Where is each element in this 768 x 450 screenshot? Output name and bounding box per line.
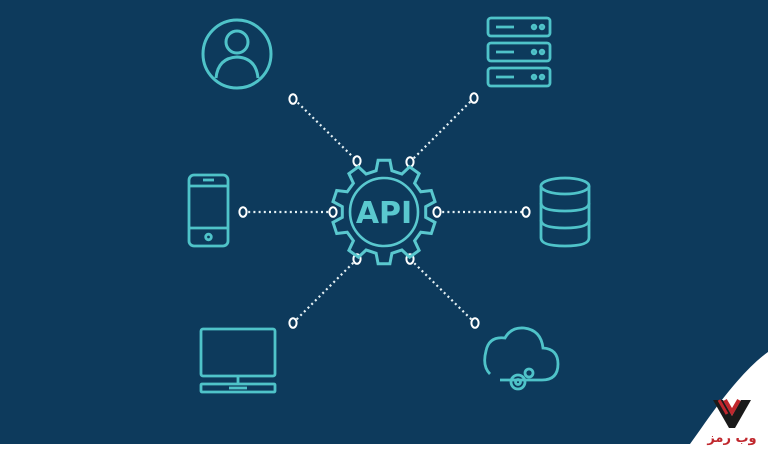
connectors <box>243 97 526 324</box>
monitor-icon <box>199 327 277 394</box>
smartphone-icon <box>187 173 230 248</box>
brand-watermark: وب رمز <box>702 398 762 446</box>
brand-text: وب رمز <box>707 431 757 446</box>
node-ring <box>238 206 248 218</box>
connector-nodes <box>238 92 531 329</box>
node-ring <box>288 317 298 329</box>
hub-label: API <box>356 196 412 231</box>
webramz-logo-icon <box>713 398 751 428</box>
node-ring <box>432 206 442 218</box>
node-ring <box>328 206 338 218</box>
cloud-gear-icon <box>483 326 560 391</box>
api-gear-icon <box>331 158 437 266</box>
node-ring <box>469 92 479 104</box>
node-ring <box>470 317 480 329</box>
node-ring <box>521 206 531 218</box>
node-ring <box>288 93 298 105</box>
node-ring <box>352 155 362 167</box>
user-icon <box>201 18 273 90</box>
database-icon <box>539 176 591 248</box>
connector-user <box>293 98 358 162</box>
server-rack-icon <box>486 16 552 88</box>
